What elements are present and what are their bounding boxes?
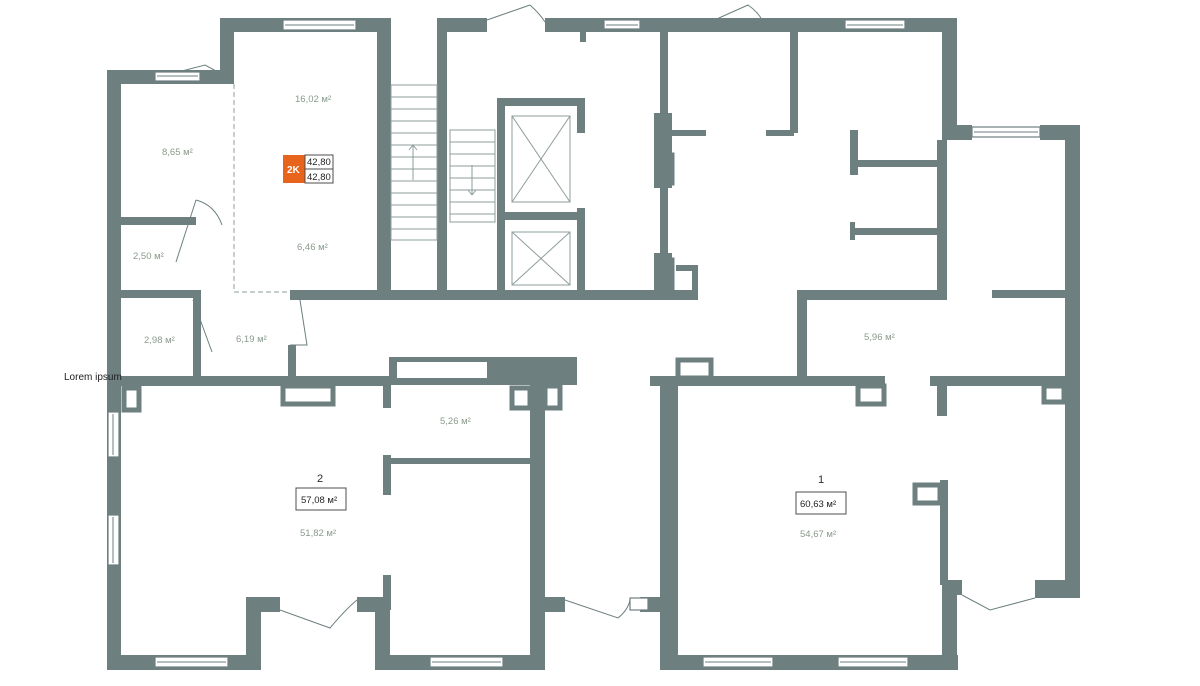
floor-label: Lorem ipsum — [64, 372, 122, 383]
stairs — [390, 84, 496, 241]
unit-number: 1 — [818, 474, 824, 486]
apartment-type-label: 2K — [287, 165, 301, 176]
doors — [175, 4, 1036, 629]
room-area-5-26: 5,26 м² — [440, 416, 471, 427]
windows — [107, 19, 1041, 668]
unit-total-area: 60,63 м² — [800, 499, 836, 510]
room-area-54: 54,67 м² — [800, 529, 836, 540]
unit-number: 2 — [317, 473, 323, 485]
unit-2[interactable]: 2 57,08 м² — [295, 473, 347, 511]
room-area-16: 16,02 м² — [295, 94, 331, 105]
apartment-type-badge — [283, 155, 305, 183]
room-area-2-50: 2,50 м² — [133, 251, 164, 262]
apartment-tag[interactable]: 2K 42,80 42,80 — [283, 154, 334, 184]
room-area-6-19: 6,19 м² — [236, 334, 267, 345]
room-area-8: 8,65 м² — [162, 147, 193, 158]
unit-1[interactable]: 1 60,63 м² — [795, 474, 847, 515]
elevators — [511, 115, 571, 286]
room-area-2-98: 2,98 м² — [144, 335, 175, 346]
apartment-area-2: 42,80 — [307, 172, 331, 183]
room-area-51: 51,82 м² — [300, 528, 336, 539]
unit-total-area: 57,08 м² — [301, 495, 337, 506]
room-area-5-96: 5,96 м² — [864, 332, 895, 343]
apartment-area-1: 42,80 — [307, 157, 331, 168]
apartment-boundary — [233, 84, 290, 293]
room-area-6-46: 6,46 м² — [297, 242, 328, 253]
columns — [121, 152, 1067, 506]
room-areas: 16,02 м² 8,65 м² 6,46 м² 2,50 м² 2,98 м²… — [133, 94, 895, 540]
